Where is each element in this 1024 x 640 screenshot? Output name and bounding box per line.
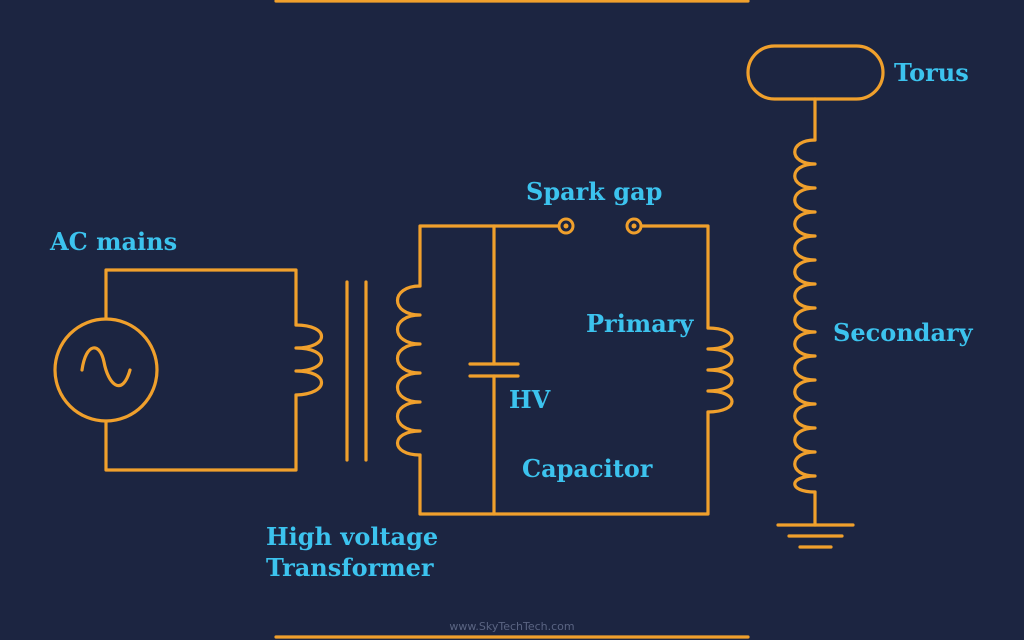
label-primary: Primary [586, 309, 694, 338]
spark-gap-electrode-left-dot [563, 223, 569, 229]
label-secondary: Secondary [833, 318, 973, 347]
torus-shape [746, 44, 885, 101]
spark-gap [557, 217, 643, 235]
primary-top-wire [632, 224, 710, 330]
watermark: www.SkyTechTech.com [449, 620, 575, 633]
transformer-primary-coil [294, 323, 324, 397]
ac-source [53, 317, 159, 423]
ground-icon [776, 523, 855, 549]
hv-capacitor [468, 224, 520, 516]
tesla-secondary-coil [793, 138, 817, 494]
hv-bottom-wire [418, 410, 710, 516]
label-hv-transformer-line1: High voltage [266, 522, 439, 551]
sine-wave-icon [80, 346, 132, 388]
label-hv-transformer-line2: Transformer [266, 553, 434, 582]
label-capacitor: Capacitor [522, 454, 653, 483]
hv-top-wire [418, 224, 568, 288]
label-hv: HV [509, 385, 551, 414]
spark-gap-electrode-right-dot [631, 223, 637, 229]
ac-mains-bottom-wire [104, 393, 298, 472]
ac-mains-top-wire [104, 268, 298, 327]
transformer-secondary-coil [395, 284, 422, 457]
tesla-primary-coil [706, 326, 734, 414]
label-spark-gap: Spark gap [526, 177, 663, 206]
label-ac-mains: AC mains [50, 227, 178, 256]
label-torus: Torus [894, 58, 969, 87]
